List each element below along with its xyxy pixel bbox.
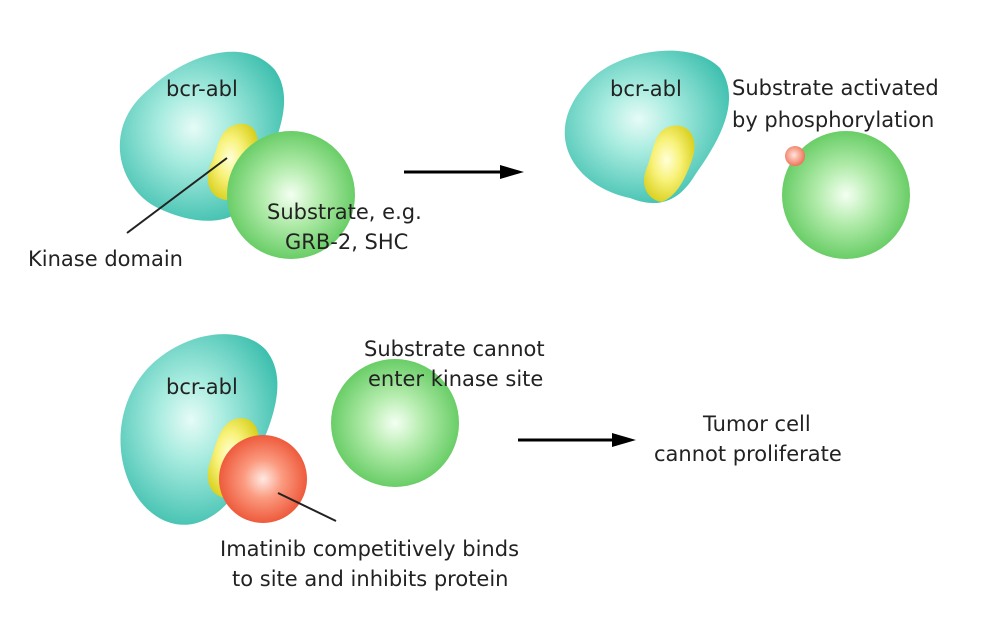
kinase-domain-label: Kinase domain: [28, 247, 183, 271]
panel-substrate-activated: bcr-abl Substrate activated by phosphory…: [564, 50, 939, 259]
activated-label-line1: Substrate activated: [732, 76, 939, 100]
substrate-label-line1: Substrate, e.g.: [267, 200, 422, 224]
panel-substrate-binding: bcr-abl Kinase domain Substrate, e.g. GR…: [28, 51, 422, 271]
panel-imatinib-inhibition: bcr-abl Substrate cannot enter kinase si…: [120, 334, 545, 591]
blocked-substrate-circle: [331, 359, 459, 487]
kinase-domain-pocket: [643, 125, 695, 202]
bcr-abl-label: bcr-abl: [610, 77, 682, 101]
substrate-label-line2: GRB-2, SHC: [285, 230, 408, 254]
cannot-enter-label-line2: enter kinase site: [368, 367, 543, 391]
phosphate-group: [785, 146, 805, 166]
arrow-bottom: [518, 433, 636, 447]
imatinib-label-line1: Imatinib competitively binds: [220, 537, 519, 561]
cannot-enter-label-line1: Substrate cannot: [364, 337, 545, 361]
substrate-circle: [227, 131, 355, 259]
imatinib-pointer: [277, 492, 337, 522]
bcr-abl-label: bcr-abl: [166, 77, 238, 101]
activated-label-line2: by phosphorylation: [732, 108, 934, 132]
tumor-label-line1: Tumor cell: [702, 412, 811, 436]
kinase-domain-pointer: [126, 157, 228, 234]
bcr-abl-label: bcr-abl: [166, 375, 238, 399]
activated-substrate-circle: [782, 131, 910, 259]
imatinib-label-line2: to site and inhibits protein: [232, 567, 509, 591]
arrow-top: [404, 165, 524, 179]
imatinib-molecule: [219, 435, 307, 523]
tumor-label-line2: cannot proliferate: [654, 442, 842, 466]
